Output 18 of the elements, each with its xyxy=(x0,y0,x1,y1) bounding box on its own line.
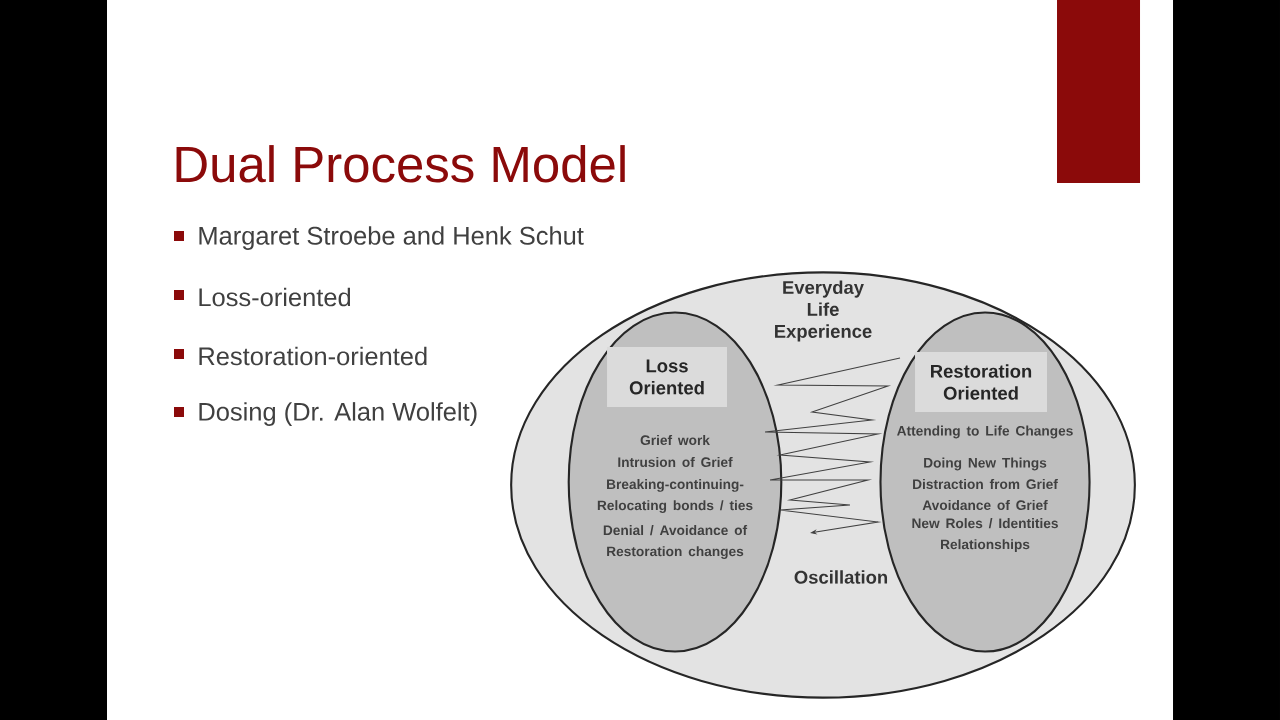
region-label: Oscillation xyxy=(794,570,887,584)
bullet-text: Margaret Stroebe and Henk Schut xyxy=(199,226,584,250)
list-item: Intrusion of Grief xyxy=(618,457,733,468)
list-item: New Roles / Identities Relationships xyxy=(912,518,1058,552)
list-item: Doing New Things xyxy=(924,457,1047,471)
list-item: Avoidance of Grief xyxy=(922,500,1048,511)
bullet-text: Restoration-oriented xyxy=(199,346,427,366)
heading-box: Restoration Oriented xyxy=(915,352,1047,412)
bullet-text: Loss-oriented xyxy=(199,287,351,307)
heading-box: Loss Oriented xyxy=(607,347,727,407)
bullet-text: Dosing (Dr. Alan Wolfelt) xyxy=(199,402,477,426)
list-item: Distraction from Grief xyxy=(913,479,1058,490)
list-item: Breaking-continuing- Relocating bonds / ties xyxy=(597,479,753,513)
list-item: Attending to Life Changes xyxy=(897,425,1073,439)
slide-title: Dual Process Model xyxy=(176,145,625,183)
list-item: Denial / Avoidance of Restoration changes xyxy=(603,525,748,559)
list-item: Grief work xyxy=(640,435,710,446)
region-label: Everyday Life Experience xyxy=(775,280,872,342)
